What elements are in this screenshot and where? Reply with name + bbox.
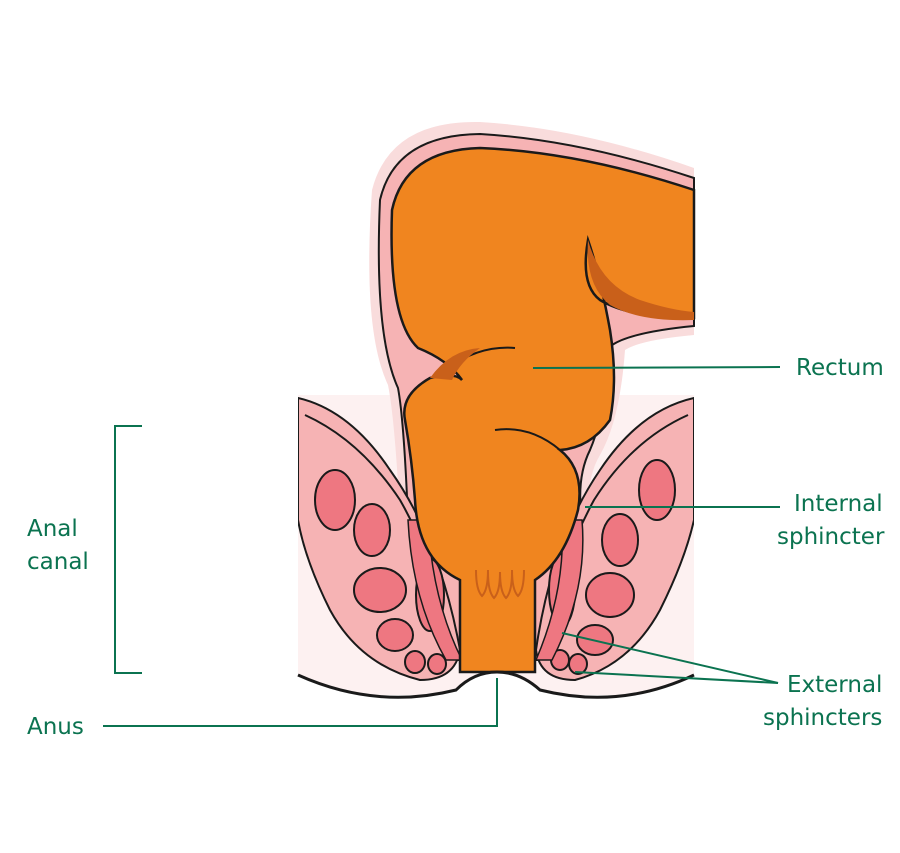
left-sphincter-group: [298, 396, 462, 682]
rectum-fold-upper: [587, 240, 694, 321]
external-sphincter-leader-2: [574, 671, 779, 684]
external-sphincters-label-line1: External: [787, 672, 882, 698]
anal-canal-label-line2: canal: [27, 549, 89, 575]
anal-canal-label-line1: Anal: [27, 516, 78, 542]
anus-leader: [103, 678, 498, 727]
external-sphincters-label-line2: sphincters: [763, 705, 882, 731]
external-sphincter-leader-1: [561, 632, 779, 684]
internal-sphincter-label-line2: sphincter: [777, 524, 885, 550]
anus-label: Anus: [27, 714, 84, 740]
rectum-fold-lower: [494, 428, 561, 451]
internal-sphincter-label-line1: Internal: [794, 491, 883, 517]
leader-lines: [103, 366, 781, 727]
rectum-label: Rectum: [796, 355, 884, 381]
rectum-shadow-left: [430, 348, 480, 380]
body-outline: [297, 670, 695, 699]
anal-columns: [475, 569, 525, 600]
anal-canal-bracket: [114, 425, 142, 674]
rectum-leader: [532, 366, 781, 369]
